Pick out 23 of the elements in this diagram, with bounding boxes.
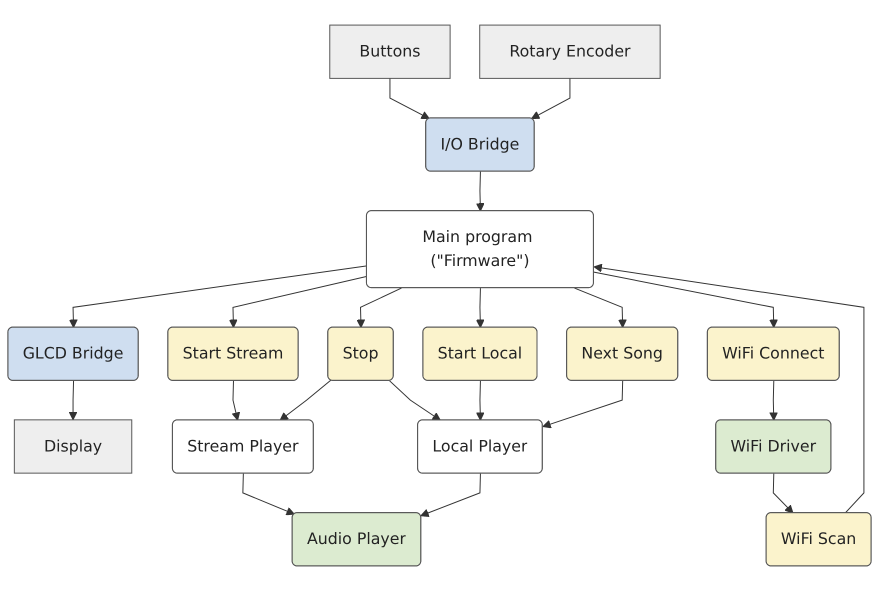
arrow — [772, 473, 794, 514]
arrow — [280, 380, 332, 421]
node-box: Display — [14, 419, 132, 474]
arrow — [389, 380, 441, 421]
arrow — [476, 171, 485, 212]
arrow — [68, 380, 78, 420]
arrow — [232, 380, 240, 421]
arrow — [476, 380, 485, 421]
arrow — [769, 380, 778, 421]
arrow — [420, 473, 481, 518]
arrow — [542, 380, 624, 428]
arrow — [389, 78, 430, 120]
arrow — [593, 272, 778, 328]
arrow — [476, 288, 485, 328]
arrow — [594, 264, 864, 514]
arrow — [574, 288, 627, 328]
arrow — [531, 78, 570, 120]
arrow — [228, 276, 368, 328]
arrow — [242, 473, 295, 516]
node-box: Buttons — [329, 24, 451, 79]
node-box: Rotary Encoder — [479, 24, 661, 79]
arrow — [356, 288, 402, 328]
arrow — [69, 265, 368, 328]
